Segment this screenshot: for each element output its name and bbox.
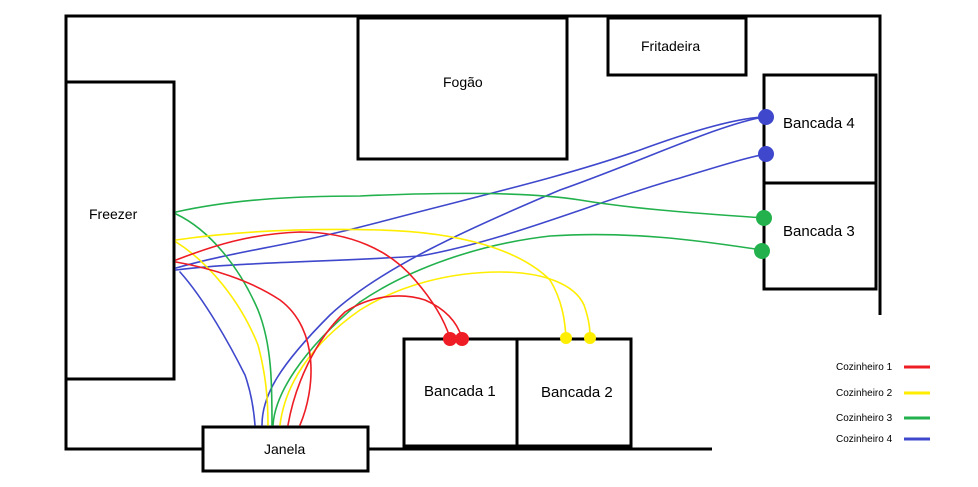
- cook1-path-freezer-to-bancada1-left: [175, 231, 451, 339]
- cook4-path-freezer-to-bancada4-bottom: [175, 153, 767, 271]
- kitchen-wall-outline: [64, 14, 882, 451]
- bancada4-label: Bancada 4: [783, 115, 855, 132]
- bancada4-area: [762, 73, 878, 185]
- cook3-path-freezer-to-janela: [175, 213, 273, 426]
- legend-entry: Cozinheiro 1: [836, 362, 930, 373]
- janela-label: Janela: [264, 441, 305, 457]
- cook3-marker-bancada3-bottom: [754, 243, 770, 259]
- cook2-path-freezer-to-bancada2-left: [175, 228, 567, 339]
- janela-area: [201, 425, 370, 473]
- cook2-path-freezer-to-janela: [175, 241, 269, 426]
- cook1-marker-bancada1-right: [455, 332, 469, 346]
- legend: Cozinheiro 1 Cozinheiro 2 Cozinheiro 3 C…: [836, 362, 930, 445]
- fritadeira-area: [606, 16, 748, 77]
- cook3-path-freezer-to-bancada3-top: [175, 192, 765, 219]
- cook1-marker-bancada1-left: [443, 332, 457, 346]
- legend-entry: Cozinheiro 3: [836, 413, 930, 424]
- cook3-marker-bancada3-top: [756, 210, 772, 226]
- cook2-marker-bancada2-left: [560, 332, 572, 344]
- cook1-path-janela-to-bancada1-right: [287, 295, 463, 426]
- legend-label-cook3: Cozinheiro 3: [836, 413, 893, 424]
- cook4-path-freezer-to-janela: [179, 271, 256, 426]
- cook4-path-janela-to-bancada4-top: [261, 116, 765, 426]
- cook1-path-freezer-to-janela: [175, 261, 312, 426]
- fogao-area: [356, 16, 569, 161]
- legend-entry: Cozinheiro 4: [836, 434, 930, 445]
- legend-label-cook2: Cozinheiro 2: [836, 388, 893, 399]
- bancada2-label: Bancada 2: [541, 384, 613, 401]
- fogao-label: Fogão: [443, 74, 483, 90]
- bancada2-area: [515, 337, 633, 448]
- cook2-marker-bancada2-right: [584, 332, 596, 344]
- legend-entry: Cozinheiro 2: [836, 388, 930, 399]
- fritadeira-label: Fritadeira: [641, 38, 700, 54]
- freezer-label: Freezer: [89, 206, 138, 222]
- cook3-path-janela-to-bancada3-bottom: [272, 233, 763, 426]
- bancada3-area: [762, 181, 878, 291]
- bancada3-label: Bancada 3: [783, 223, 855, 240]
- bancada1-label: Bancada 1: [424, 383, 496, 400]
- cook4-marker-bancada4-bottom: [758, 146, 774, 162]
- cook4-marker-bancada4-top: [758, 109, 774, 125]
- freezer-area: [64, 80, 176, 381]
- legend-label-cook4: Cozinheiro 4: [836, 434, 893, 445]
- legend-label-cook1: Cozinheiro 1: [836, 362, 893, 373]
